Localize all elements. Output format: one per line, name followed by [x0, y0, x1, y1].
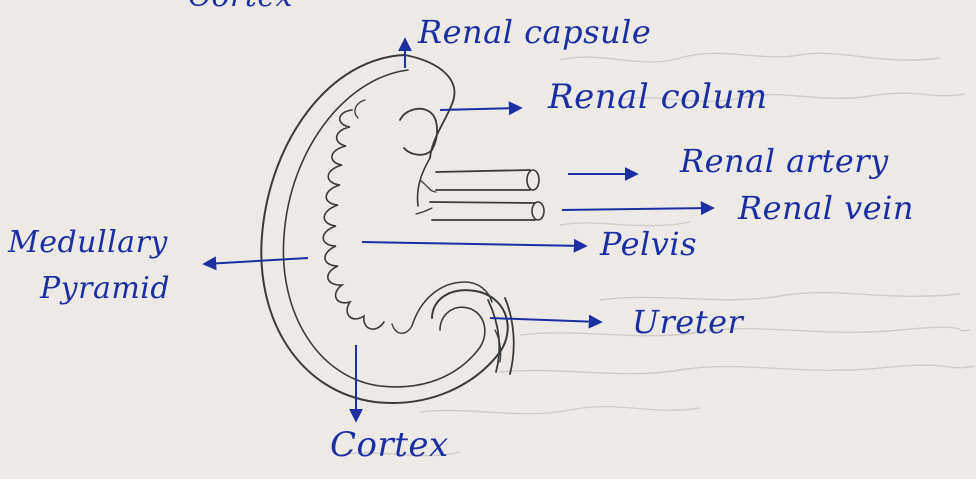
arrow-renal-column	[440, 108, 520, 110]
label-ureter: Ureter	[632, 306, 743, 338]
arrow-medullary-pyramid	[205, 258, 308, 264]
label-medullary-line1: Medullary	[8, 228, 168, 258]
hilum-edge	[405, 55, 454, 158]
medullary-pyramids	[323, 110, 384, 329]
label-renal-column: Renal colum	[548, 80, 768, 114]
arrow-pelvis	[362, 242, 585, 246]
renal-vein-vessel	[430, 202, 535, 203]
kidney-drawing	[261, 55, 544, 403]
label-renal-artery: Renal artery	[680, 145, 889, 177]
renal-artery-vessel	[436, 170, 530, 172]
label-top-fragment: Cortex	[188, 0, 293, 12]
kidney-inner-outline	[283, 70, 484, 387]
label-renal-capsule: Renal capsule	[418, 16, 651, 48]
label-medullary-line2: Pyramid	[40, 274, 170, 304]
label-cortex: Cortex	[330, 428, 449, 462]
label-pelvis: Pelvis	[600, 228, 697, 260]
kidney-outer-outline	[261, 55, 507, 403]
label-renal-vein: Renal vein	[738, 192, 914, 224]
arrow-renal-vein	[562, 208, 712, 210]
pelvis-outline	[412, 282, 492, 326]
